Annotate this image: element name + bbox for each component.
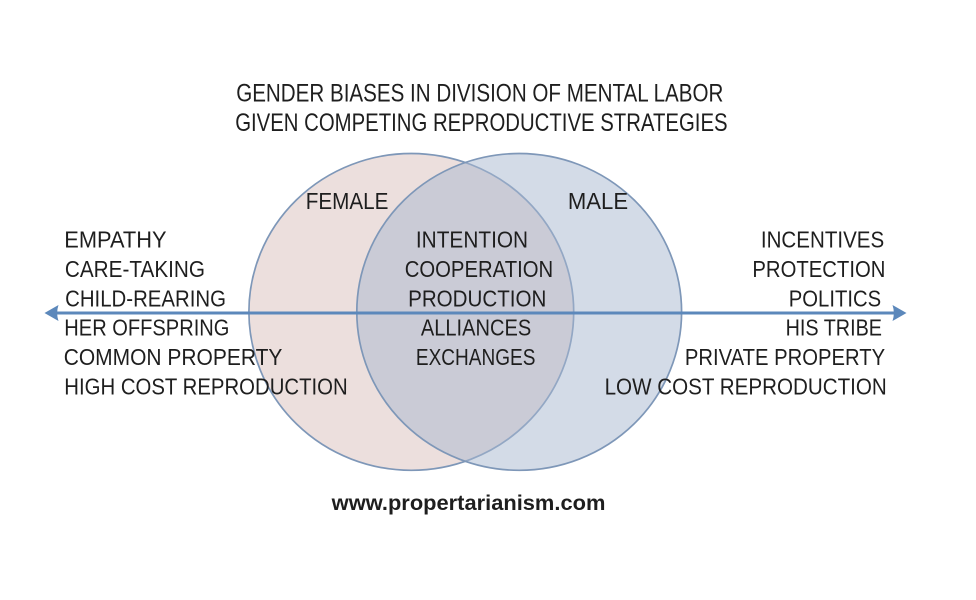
svg-text:PROTECTION: PROTECTION <box>752 256 885 282</box>
svg-text:PRODUCTION: PRODUCTION <box>408 285 546 311</box>
svg-text:HIGH COST REPRODUCTION: HIGH COST REPRODUCTION <box>64 374 347 400</box>
svg-text:GIVEN COMPETING REPRODUCTIVE S: GIVEN COMPETING REPRODUCTIVE STRATEGIES <box>235 110 727 137</box>
svg-text:POLITICS: POLITICS <box>789 285 881 311</box>
svg-text:FEMALE: FEMALE <box>306 188 389 214</box>
svg-text:INTENTION: INTENTION <box>416 227 528 253</box>
svg-text:www.propertarianism.com: www.propertarianism.com <box>331 491 606 515</box>
svg-text:COOPERATION: COOPERATION <box>405 256 554 282</box>
svg-text:CARE-TAKING: CARE-TAKING <box>65 256 205 282</box>
svg-text:HER OFFSPRING: HER OFFSPRING <box>64 315 229 341</box>
svg-text:INCENTIVES: INCENTIVES <box>761 227 884 253</box>
svg-text:HIS TRIBE: HIS TRIBE <box>786 315 882 341</box>
svg-text:EXCHANGES: EXCHANGES <box>416 344 536 370</box>
svg-text:LOW COST REPRODUCTION: LOW COST REPRODUCTION <box>605 374 887 400</box>
svg-text:MALE: MALE <box>568 188 628 214</box>
svg-text:EMPATHY: EMPATHY <box>64 227 167 253</box>
svg-text:GENDER BIASES IN DIVISION OF M: GENDER BIASES IN DIVISION OF MENTAL LABO… <box>236 81 723 108</box>
svg-text:ALLIANCES: ALLIANCES <box>421 315 531 341</box>
svg-text:COMMON PROPERTY: COMMON PROPERTY <box>64 344 283 370</box>
svg-text:PRIVATE PROPERTY: PRIVATE PROPERTY <box>685 344 885 370</box>
svg-text:CHILD-REARING: CHILD-REARING <box>65 285 226 311</box>
